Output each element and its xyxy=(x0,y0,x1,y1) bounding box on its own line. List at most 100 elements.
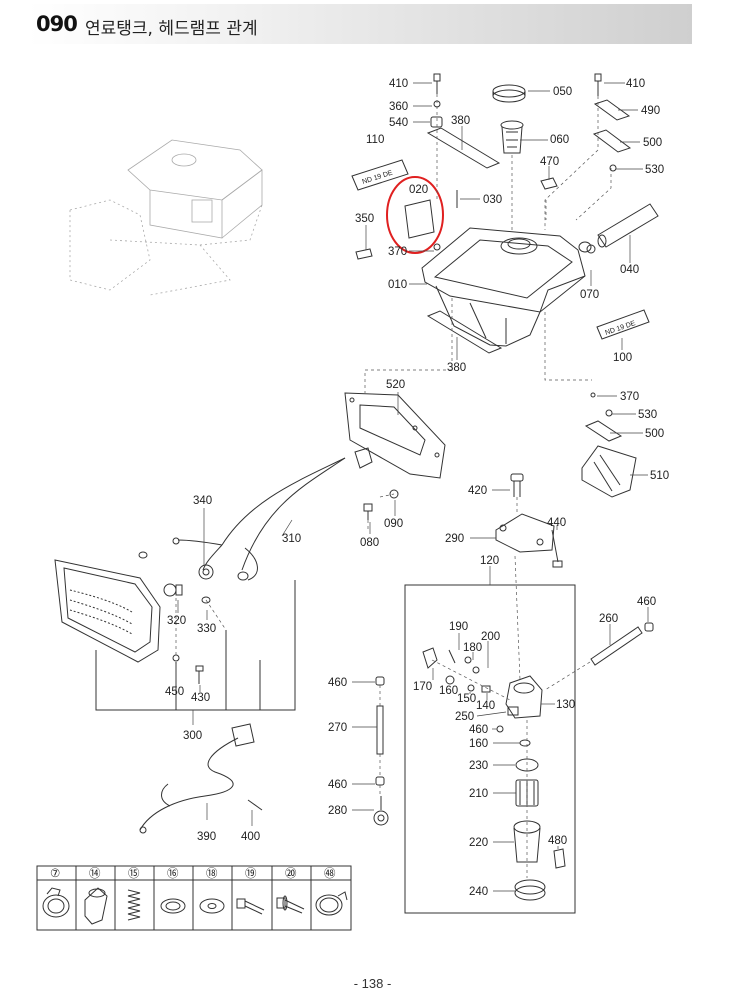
decal-110 xyxy=(351,159,409,191)
callout-030: 030 xyxy=(483,194,502,206)
callout-130: 130 xyxy=(556,699,575,711)
callout-530: 530 xyxy=(638,409,657,421)
callout-520: 520 xyxy=(386,379,405,391)
callout-200: 200 xyxy=(481,631,500,643)
callout-370: 370 xyxy=(388,246,407,258)
callout-320: 320 xyxy=(167,615,186,627)
callout-100: 100 xyxy=(613,352,632,364)
callout-240: 240 xyxy=(469,886,488,898)
clamp-460-upper xyxy=(375,676,385,686)
callout-380: 380 xyxy=(451,115,470,127)
hose-clamp-icon xyxy=(42,887,70,918)
bolt-440 xyxy=(551,529,563,568)
callout-150: 150 xyxy=(457,693,476,705)
wiring-390 xyxy=(139,723,255,834)
callout-060: 060 xyxy=(550,134,569,146)
flange-bolt-icon xyxy=(276,895,305,914)
callout-110: 110 xyxy=(366,134,384,146)
fastener-legend-table xyxy=(36,865,352,931)
fuel-hose-260 xyxy=(590,626,643,666)
pin-190 xyxy=(448,649,456,664)
clip-070 xyxy=(578,241,596,254)
callout-420: 420 xyxy=(468,485,487,497)
engine-reference-sketch xyxy=(69,139,263,296)
label-020 xyxy=(404,199,435,239)
callout-410: 410 xyxy=(626,78,645,90)
washer-530-upper xyxy=(609,164,617,172)
callout-140: 140 xyxy=(476,700,495,712)
fuel-hose-040 xyxy=(597,203,659,248)
callout-070: 070 xyxy=(580,289,599,301)
legend-number: ⑯ xyxy=(167,867,179,880)
legend-number: ㊽ xyxy=(324,867,336,880)
callout-160: 160 xyxy=(469,738,488,750)
hex-bolt-icon xyxy=(236,898,265,915)
callout-220: 220 xyxy=(469,837,488,849)
callout-010: 010 xyxy=(388,279,407,291)
callout-400: 400 xyxy=(241,831,260,843)
legend-number: ⑳ xyxy=(285,867,297,880)
assembly-bracket-300 xyxy=(95,580,296,711)
flat-washer-icon xyxy=(199,898,225,914)
washer-450 xyxy=(172,654,180,662)
callout-230: 230 xyxy=(469,760,488,772)
small-bulb xyxy=(138,551,148,559)
callout-270: 270 xyxy=(328,722,347,734)
tie-400 xyxy=(247,799,263,811)
bracket-510 xyxy=(581,445,637,498)
callout-390: 390 xyxy=(197,831,216,843)
socket-340 xyxy=(198,564,214,580)
callout-500: 500 xyxy=(645,428,664,440)
callout-210: 210 xyxy=(469,788,488,800)
callout-300: 300 xyxy=(183,730,202,742)
callout-490: 490 xyxy=(641,105,660,117)
callout-500: 500 xyxy=(643,137,662,149)
spring-clip-icon xyxy=(315,891,348,916)
legend-numbers: ⑦ ⑭ ⑮ ⑯ ⑱ ⑲ ⑳ ㊽ xyxy=(50,867,336,880)
fuel-cock-bracket-290 xyxy=(495,513,555,553)
bolt-420 xyxy=(510,473,524,497)
callout-020-highlight xyxy=(386,176,444,254)
valve-250 xyxy=(507,706,519,716)
bolt-080 xyxy=(363,503,373,520)
callout-090: 090 xyxy=(384,518,403,530)
grommet-left xyxy=(172,537,180,545)
callout-360: 360 xyxy=(389,101,408,113)
callout-260: 260 xyxy=(599,613,618,625)
callout-340: 340 xyxy=(193,495,212,507)
legend-number: ⑱ xyxy=(206,867,218,880)
callout-370: 370 xyxy=(620,391,639,403)
fuel-pipe-270 xyxy=(376,705,384,755)
callout-160: 160 xyxy=(439,685,458,697)
gasket-ring-icon xyxy=(160,898,186,914)
callout-350: 350 xyxy=(355,213,374,225)
filter-cup-220 xyxy=(513,820,541,863)
washer-090 xyxy=(389,489,399,499)
section-header: 090 연료탱크, 헤드램프 관계 xyxy=(28,4,692,44)
callout-450: 450 xyxy=(165,686,184,698)
tank-cap-050 xyxy=(492,84,526,103)
callout-480: 480 xyxy=(548,835,567,847)
clamp-460-right xyxy=(644,622,654,632)
callout-460: 460 xyxy=(637,596,656,608)
o-ring-160-upper xyxy=(445,675,455,685)
fuel-tank-010 xyxy=(421,227,586,347)
callout-020: 020 xyxy=(409,184,428,196)
assembly-leader-lines xyxy=(175,94,612,878)
legend-number: ⑮ xyxy=(128,867,140,880)
callout-510: 510 xyxy=(650,470,669,482)
legend-number: ⑭ xyxy=(89,867,101,880)
tank-band-380-upper xyxy=(426,127,501,169)
callout-440: 440 xyxy=(547,517,566,529)
clamp-460-mid xyxy=(496,725,504,733)
bulb-connector xyxy=(237,571,249,581)
section-number: 090 xyxy=(36,12,78,36)
callout-540: 540 xyxy=(389,117,408,129)
page-number: - 138 - xyxy=(353,976,392,991)
decal-100 xyxy=(596,309,650,340)
cap-screw-410-right xyxy=(594,73,602,96)
tank-band-380-lower xyxy=(426,310,503,354)
callout-470: 470 xyxy=(540,156,559,168)
callout-430: 430 xyxy=(191,692,210,704)
bulb-330 xyxy=(201,596,211,604)
